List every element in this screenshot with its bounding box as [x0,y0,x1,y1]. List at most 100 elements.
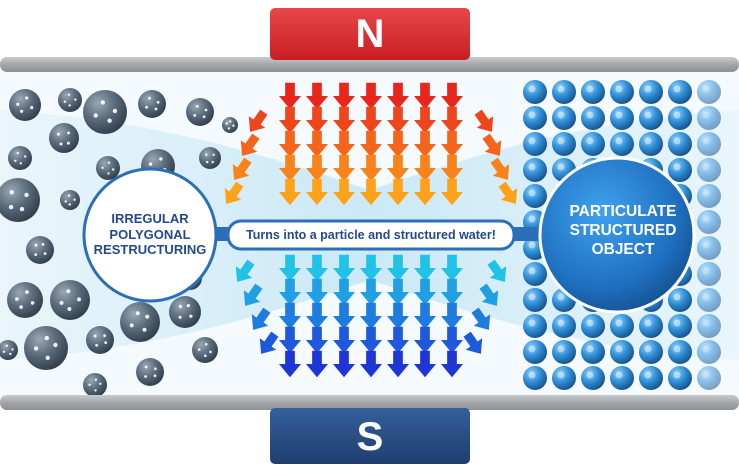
irregular-particle [83,90,127,134]
arrow-shape [360,350,382,378]
arrow-shape [333,254,355,282]
particle-highlight [673,293,681,301]
field-arrow [306,82,328,110]
molecule-dot [107,172,110,175]
arrow-shape [243,283,263,306]
label-line: IRREGULAR [111,211,189,226]
particle-highlight [528,85,536,93]
molecule-dot [19,206,25,212]
particle-highlight [557,293,565,301]
molecule-dot [197,348,201,351]
molecule-dot [101,166,104,169]
arrow-shape [232,157,252,180]
field-arrow [387,350,409,378]
molecule-dot [59,300,64,305]
structured-particle [697,262,721,286]
arrow-shape [360,254,382,282]
particle-highlight [528,371,536,379]
molecule-dot [34,253,38,256]
structured-particle [610,80,634,104]
structured-particle [552,80,576,104]
structured-particle [552,106,576,130]
particle-highlight [557,163,565,171]
arrow-shape [441,106,463,134]
particle-highlight [644,319,652,327]
molecule-dot [33,346,39,351]
molecule-dot [9,352,12,356]
field-arrow [333,254,355,282]
structured-particle [523,340,547,364]
particle-highlight [586,137,594,145]
irregular-particle [222,117,238,133]
structured-particle [697,314,721,338]
particle-highlight [673,345,681,353]
structured-particle [610,366,634,390]
molecule-dot [74,98,77,101]
irregular-particle [24,326,68,370]
molecule-dot [204,343,208,346]
arrow-shape [333,326,355,354]
molecule-dot [144,365,148,369]
field-arrow [248,109,268,132]
structured-particle [523,288,547,312]
molecule-dot [19,305,23,309]
banner-text: Turns into a particle and structured wat… [246,228,496,242]
field-arrow [279,350,301,378]
irregular-particle [49,123,79,153]
particle-highlight [557,111,565,119]
structured-particle [639,80,663,104]
molecule-dot [100,100,106,105]
field-arrow [414,350,436,378]
particle-highlight [702,189,710,197]
field-arrow [441,106,463,134]
molecule-dot [99,382,102,385]
molecule-dot [144,375,148,378]
molecule-dot [135,311,140,316]
arrow-shape [387,350,409,378]
field-arrow [279,326,301,354]
particle-highlight [673,85,681,93]
molecule-dot [225,122,228,125]
particle-highlight [673,163,681,171]
field-arrow [474,109,494,132]
arrow-shape [387,302,409,330]
particle-highlight [702,163,710,171]
irregular-particle [58,88,82,112]
particle-highlight [615,111,623,119]
molecule-dot [68,104,71,107]
field-arrow [224,181,244,204]
molecule-dot [107,161,111,164]
label-line: PARTICULATE [569,203,677,220]
arrow-shape [279,326,301,354]
irregular-particle [138,90,166,118]
particle-highlight [557,137,565,145]
particle-highlight [615,137,623,145]
field-arrow [441,326,463,354]
structured-particle [581,132,605,156]
structured-particle [697,236,721,260]
molecule-dot [209,350,212,354]
arrow-shape [306,350,328,378]
arrow-shape [463,331,483,354]
structured-particle [581,314,605,338]
field-arrow [414,106,436,134]
field-arrow [279,254,301,282]
arrow-shape [441,82,463,110]
arrow-shape [279,350,301,378]
arrow-shape [414,82,436,110]
irregular-particle [7,282,43,318]
field-arrow [487,259,507,282]
top-rail [0,57,739,72]
arrow-shape [441,278,463,306]
irregular-particle [169,296,201,328]
structured-particle [581,366,605,390]
field-arrow [333,326,355,354]
structured-particle [639,106,663,130]
irregular-particle [192,337,218,363]
particle-highlight [702,371,710,379]
field-arrow [306,278,328,306]
arrow-shape [360,106,382,134]
molecule-dot [232,124,235,127]
arrow-shape [498,181,518,204]
molecule-dot [56,132,60,136]
